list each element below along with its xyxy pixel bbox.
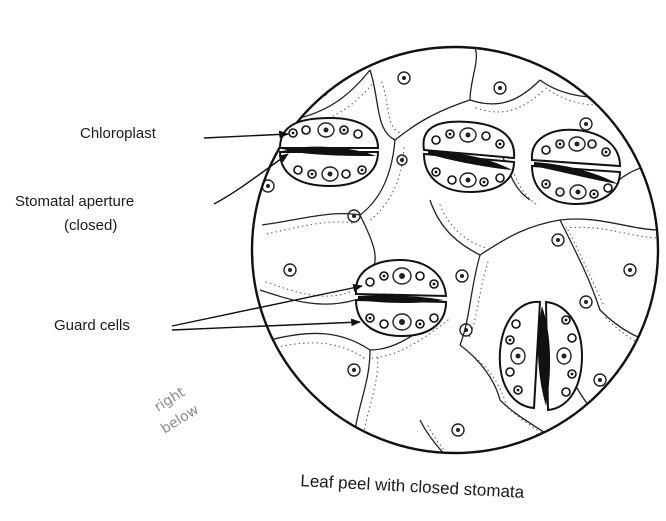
- epidermal-nucleus: [398, 72, 410, 84]
- epidermal-nucleus: [284, 264, 296, 276]
- epidermal-nucleus: [624, 264, 636, 276]
- label-guard-cells: Guard cells: [54, 317, 130, 334]
- figure-caption: Leaf peel with closed stomata: [300, 471, 525, 502]
- stoma-center: [356, 260, 446, 336]
- epidermal-nucleus: [580, 296, 592, 308]
- epidermal-nucleus: [348, 364, 360, 376]
- stoma-top-right: [532, 130, 620, 204]
- epidermal-nucleus: [397, 155, 407, 165]
- label-stomatal-aperture-closed: (closed): [64, 217, 117, 234]
- handwritten-note: right below: [147, 383, 202, 437]
- epidermal-nucleus: [456, 270, 468, 282]
- leader-stomatal-aperture: [214, 154, 288, 204]
- stoma-bottom-right: [500, 302, 582, 410]
- epidermal-nucleus: [580, 118, 592, 130]
- stoma-top-left: [280, 118, 378, 186]
- peel-boundary: [252, 47, 658, 453]
- label-chloroplast: Chloroplast: [80, 125, 157, 142]
- stoma-top-middle: [423, 122, 514, 192]
- epidermal-nucleus: [348, 210, 360, 222]
- leader-chloroplast: [204, 134, 288, 138]
- label-stomatal-aperture: Stomatal aperture: [15, 193, 134, 210]
- epidermal-nucleus: [452, 424, 464, 436]
- epidermal-nucleus: [594, 374, 606, 386]
- epidermal-nucleus: [494, 82, 506, 94]
- epidermal-nucleus: [552, 234, 564, 246]
